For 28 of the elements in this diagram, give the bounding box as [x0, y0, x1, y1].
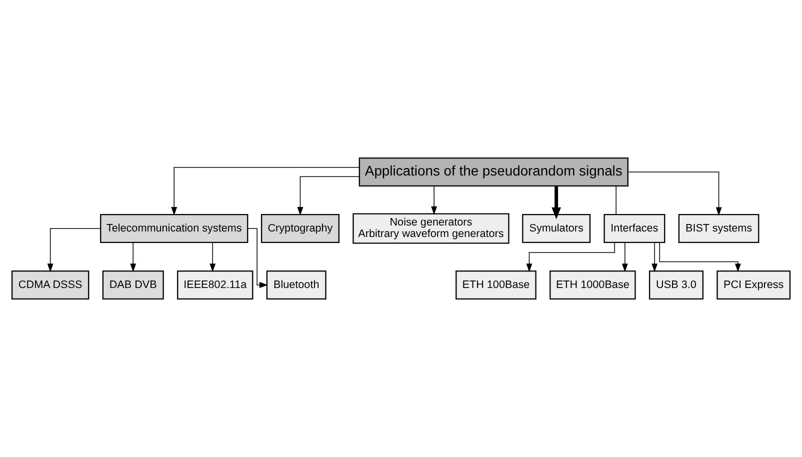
arrow: [622, 242, 628, 272]
arrow: [210, 242, 216, 272]
node-box: Bluetooth: [266, 270, 326, 300]
arrow: [659, 242, 741, 272]
node-box: Applications of the pseudorandom signals: [358, 158, 628, 187]
node-box: DAB DVB: [102, 270, 164, 300]
node-box: Telecommunication systems: [100, 214, 248, 243]
arrow: [431, 186, 438, 215]
node-box: ETH 100Base: [456, 270, 536, 300]
arrow: [248, 228, 268, 288]
node-box: PCI Express: [716, 270, 791, 300]
arrow: [526, 242, 615, 272]
node-box: CDMA DSSS: [11, 270, 90, 300]
arrow: [47, 228, 101, 272]
node-box: Noise generators Arbitrary waveform generators: [352, 213, 510, 244]
arrow: [297, 176, 360, 216]
arrow: [652, 242, 658, 272]
node-box: IEEE802.11a: [177, 270, 254, 300]
node-box: Interfaces: [604, 214, 666, 243]
arrow: [628, 172, 722, 216]
node-box: Cryptography: [260, 214, 340, 243]
arrow: [130, 242, 136, 272]
node-box: ETH 1000Base: [550, 270, 636, 300]
arrow: [171, 167, 360, 216]
arrow: [552, 186, 561, 220]
node-box: USB 3.0: [648, 270, 704, 300]
node-box: BIST systems: [678, 214, 760, 243]
node-box: Symulators: [522, 214, 591, 243]
